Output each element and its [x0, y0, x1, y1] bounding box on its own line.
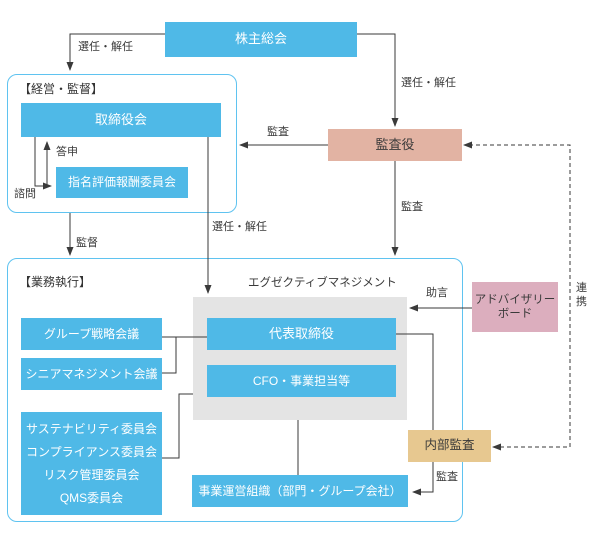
node-committees: サステナビリティ委員会 コンプライアンス委員会 リスク管理委員会 QMS委員会	[21, 412, 162, 515]
node-advisory-board: アドバイザリー ボード	[472, 282, 558, 332]
section-business-execution: 【業務執行】	[19, 275, 92, 289]
node-internal-audit: 内部監査	[408, 430, 491, 462]
label-audit-down: 監査	[401, 201, 423, 213]
advisory-board-line: アドバイザリー	[474, 293, 556, 306]
committee-item: サステナビリティ委員会	[25, 421, 158, 436]
label-audit-to-board: 監査	[267, 126, 289, 138]
node-nomination-committee: 指名評価報酬委員会	[56, 167, 188, 198]
advisory-board-line: ボード	[497, 308, 533, 320]
label-audit-bottom: 監査	[436, 471, 458, 483]
connector-committees	[162, 393, 193, 459]
committee-list: サステナビリティ委員会 コンプライアンス委員会 リスク管理委員会 QMS委員会	[26, 418, 157, 510]
label-cooperation: 連携	[576, 282, 587, 308]
executive-management-area	[193, 297, 407, 420]
node-shareholders-meeting: 株主総会	[165, 22, 357, 57]
connector-senior-management	[162, 337, 177, 374]
connector-to-internal-audit	[396, 333, 434, 430]
node-group-strategy-meeting: グループ戦略会議	[21, 318, 162, 350]
node-audit-officers: 監査役	[328, 129, 462, 161]
committee-item: コンプライアンス委員会	[26, 444, 157, 459]
node-senior-management-meeting: シニアマネジメント会議	[21, 358, 162, 390]
committee-item: QMS委員会	[59, 490, 124, 505]
section-executive-management: エグゼクティブマネジメント	[248, 277, 397, 289]
node-business-operations: 事業運営組織（部門・グループ会社）	[192, 475, 408, 507]
label-consult: 諮問	[14, 188, 36, 200]
connector-consult	[34, 137, 52, 190]
label-appoint-dismiss-left: 選任・解任	[78, 41, 133, 53]
label-appoint-dismiss-right: 選任・解任	[401, 77, 456, 89]
node-cfo-business: CFO・事業担当等	[207, 365, 396, 397]
connector-appoint-right	[357, 33, 399, 127]
label-report: 答申	[56, 146, 78, 158]
committee-item: リスク管理委員会	[43, 467, 140, 482]
node-board-of-directors: 取締役会	[21, 103, 221, 137]
node-representative-director: 代表取締役	[207, 318, 396, 350]
connector-internal-audit-down	[412, 462, 434, 496]
label-supervise: 監督	[76, 237, 98, 249]
connector-cooperation-dashed	[463, 141, 571, 451]
connector-appoint-left	[66, 33, 166, 71]
label-appoint-dismiss-mid: 選任・解任	[212, 221, 267, 233]
label-advice: 助言	[426, 287, 448, 299]
section-management-supervision: 【経営・監督】	[19, 82, 104, 96]
